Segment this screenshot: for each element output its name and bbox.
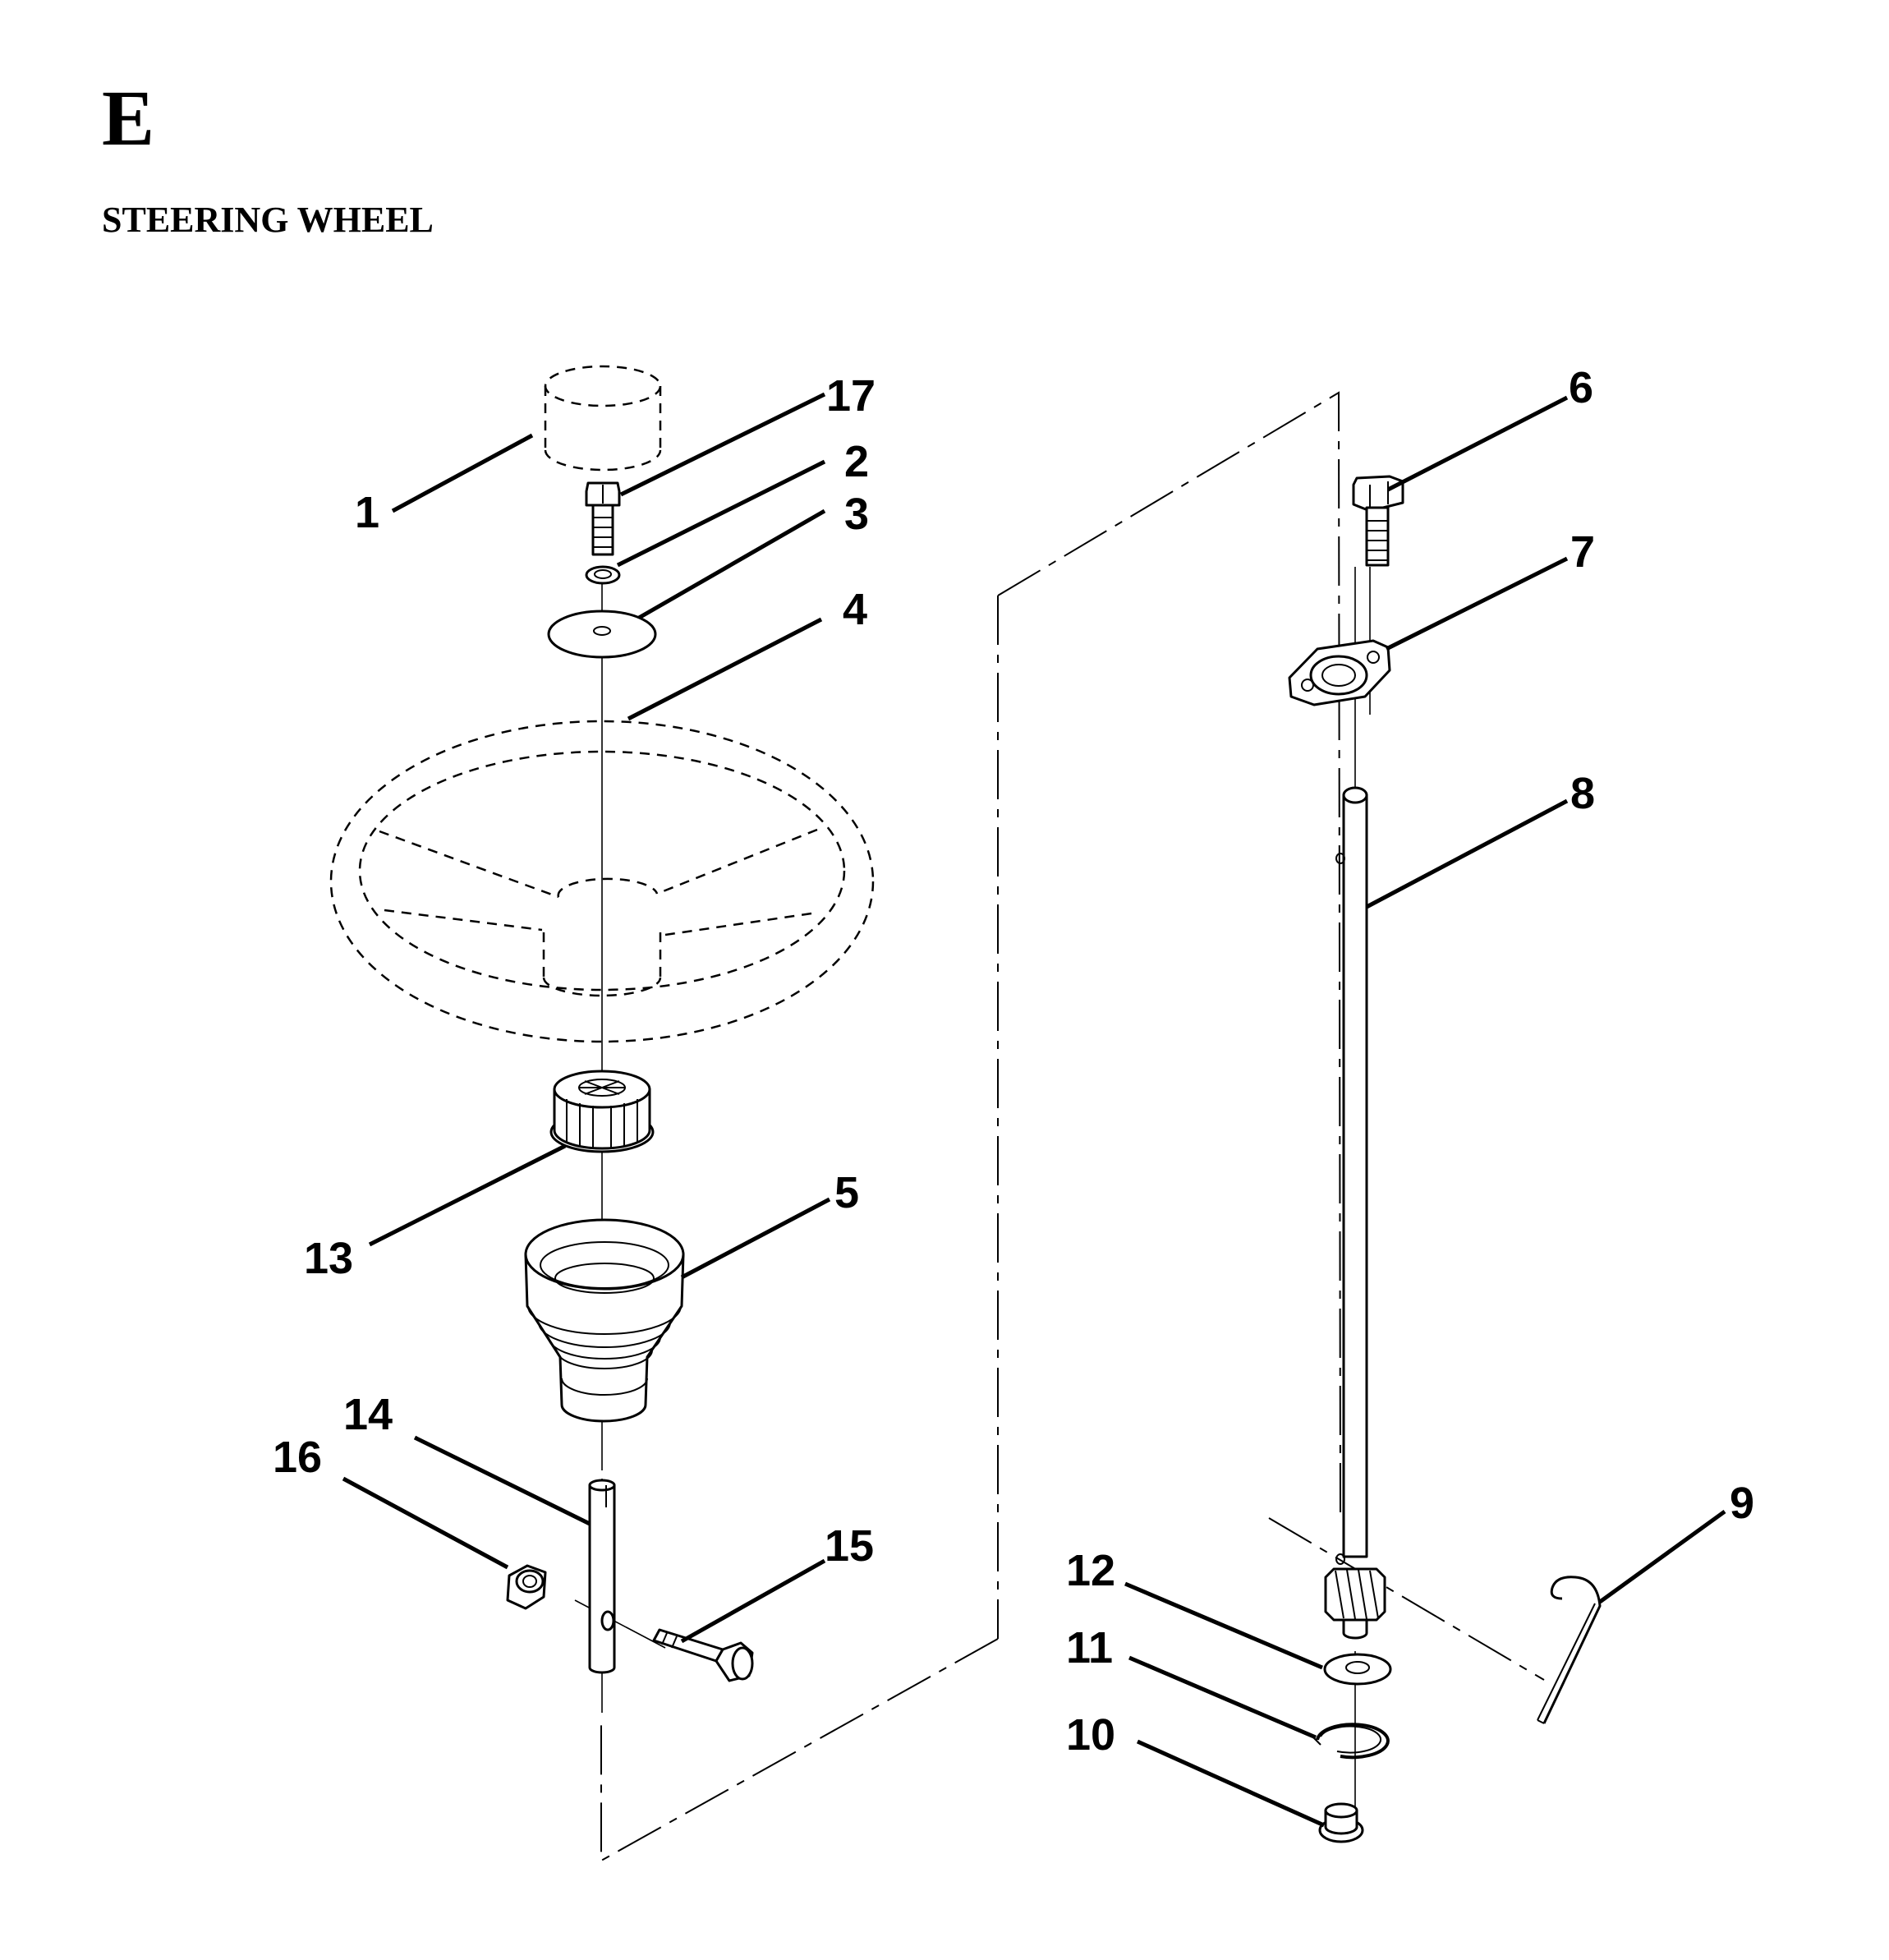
callout-5: 5 — [834, 1168, 859, 1217]
part-1-steering-cap — [544, 365, 662, 472]
callout-11: 11 — [1066, 1623, 1113, 1672]
part-2-lock-washer — [585, 565, 621, 585]
part-6-hex-bolt — [1352, 475, 1404, 567]
part-10-bushing — [1318, 1802, 1364, 1843]
pinion-gear — [1324, 1567, 1386, 1640]
callout-6: 6 — [1569, 363, 1593, 412]
part-11-snap-ring — [1312, 1723, 1390, 1760]
page-title: STEERING WHEEL — [102, 200, 434, 240]
callout-13: 13 — [304, 1234, 353, 1283]
part-12-washer — [1323, 1653, 1392, 1686]
callout-1: 1 — [355, 488, 379, 537]
callout-9: 9 — [1730, 1479, 1754, 1528]
section-letter: E — [102, 74, 155, 162]
callout-10: 10 — [1066, 1710, 1115, 1760]
part-4-steering-wheel — [329, 720, 875, 1043]
part-14-steering-shaft — [588, 1479, 616, 1674]
callout-16: 16 — [273, 1433, 322, 1482]
part-17-bolt — [585, 481, 621, 556]
part-8-steering-column — [1335, 786, 1368, 1565]
part-9-spring-clip — [1537, 1576, 1602, 1724]
part-13-splined-adaptor — [549, 1070, 655, 1153]
part-5-steering-boot — [524, 1218, 685, 1423]
assembly-boundary — [600, 391, 1545, 1862]
part-15-bolt — [652, 1628, 754, 1682]
part-7-flange-bearing — [1288, 639, 1391, 706]
leader-lines — [342, 392, 1726, 1828]
callout-3: 3 — [844, 490, 869, 539]
callout-14: 14 — [343, 1390, 393, 1439]
callout-15: 15 — [825, 1521, 874, 1571]
callout-7: 7 — [1570, 527, 1595, 577]
callout-labels: 1 17 2 3 4 6 7 8 9 13 5 14 16 15 12 11 1… — [273, 363, 1754, 1760]
callout-12: 12 — [1066, 1546, 1115, 1595]
part-16-nut — [506, 1564, 547, 1610]
callout-4: 4 — [843, 585, 867, 634]
callout-2: 2 — [844, 437, 869, 486]
part-3-flat-washer — [547, 610, 657, 659]
callout-17: 17 — [826, 371, 876, 421]
callout-8: 8 — [1570, 769, 1595, 818]
